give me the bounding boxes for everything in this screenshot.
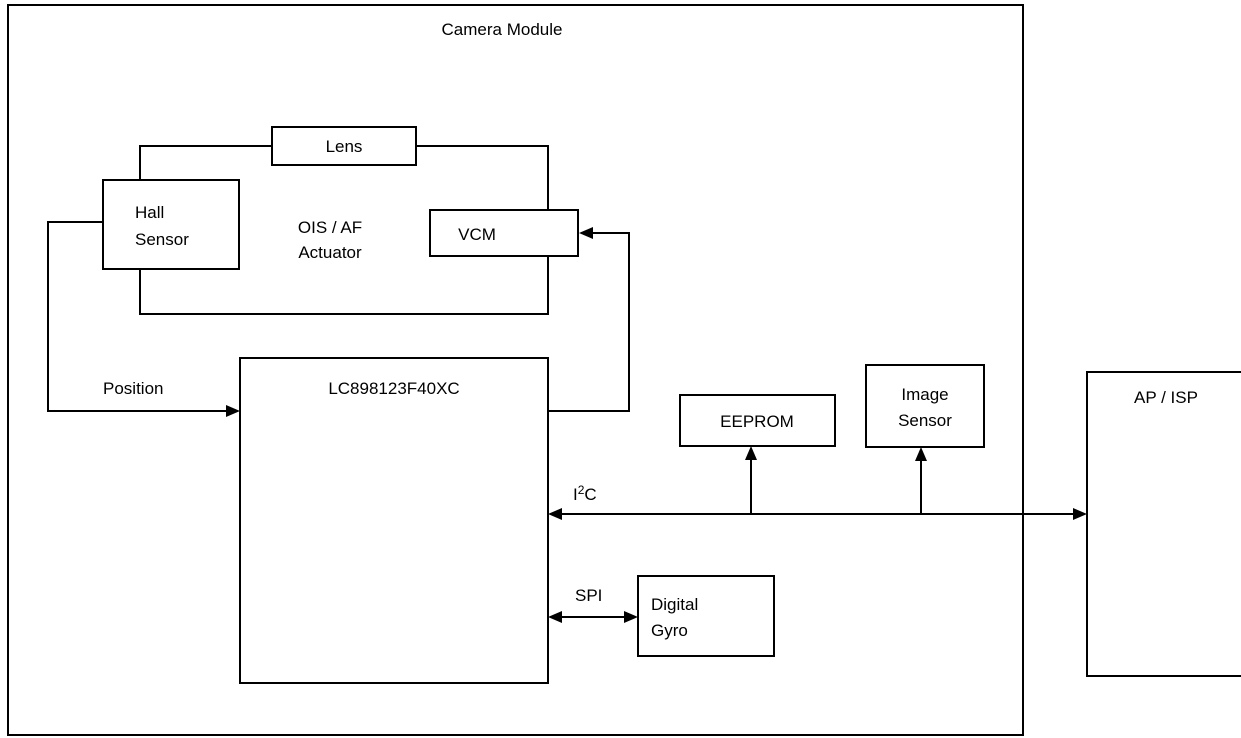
gyro-label-line1: Digital <box>651 595 698 614</box>
vcm-label: VCM <box>458 225 496 244</box>
i2c-label-suffix: C <box>584 485 596 504</box>
gyro-box <box>637 575 775 657</box>
camera-module-label: Camera Module <box>442 20 563 39</box>
image-sensor-label-line2: Sensor <box>898 411 952 430</box>
vcm-drive-arrowhead <box>579 227 593 239</box>
hall-sensor-label-line1: Hall <box>135 203 164 222</box>
lens-label: Lens <box>326 137 363 156</box>
eeprom-tap-arrowhead <box>745 446 757 460</box>
i2c-label: I2C <box>573 483 597 504</box>
hall-sensor-label-line2: Sensor <box>135 230 189 249</box>
image-sensor-label-line1: Image <box>901 385 948 404</box>
ap-isp-label: AP / ISP <box>1134 388 1198 407</box>
i2c-bus-arrowhead-left <box>548 508 562 520</box>
actuator-label-line1: OIS / AF <box>298 218 362 237</box>
ap-isp-box <box>1086 371 1241 677</box>
spi-label: SPI <box>575 586 602 605</box>
spi-arrowhead-right <box>624 611 638 623</box>
position-arrowhead <box>226 405 240 417</box>
actuator-frame-bottom <box>139 256 549 315</box>
position-line <box>47 221 228 412</box>
actuator-frame-top-left <box>139 145 272 180</box>
i2c-label-superscript: 2 <box>578 483 585 497</box>
i2c-bus-arrowhead-right <box>1073 508 1087 520</box>
gyro-label-line2: Gyro <box>651 621 688 640</box>
i2c-label-prefix: I <box>573 485 578 504</box>
image-sensor-tap-arrowhead <box>915 447 927 461</box>
controller-label: LC898123F40XC <box>328 379 459 398</box>
controller-box <box>239 357 549 684</box>
spi-arrowhead-left <box>548 611 562 623</box>
actuator-frame-top-right <box>416 145 549 210</box>
vcm-box <box>429 209 579 257</box>
eeprom-box <box>679 394 836 447</box>
image-sensor-box <box>865 364 985 448</box>
eeprom-label: EEPROM <box>720 412 794 431</box>
lens-box <box>271 126 417 166</box>
vcm-drive-line <box>548 232 630 412</box>
actuator-label-line2: Actuator <box>298 243 362 262</box>
position-label: Position <box>103 379 163 398</box>
hall-sensor-box <box>102 179 240 270</box>
